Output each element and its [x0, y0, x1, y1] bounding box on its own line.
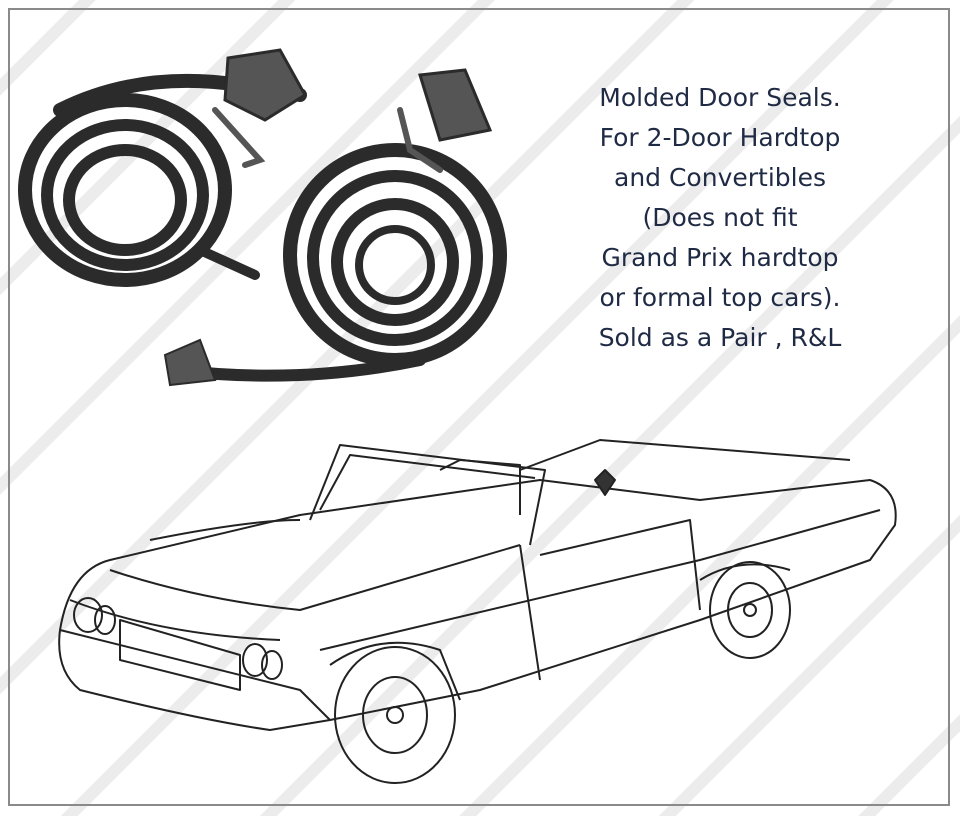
description-line: Grand Prix hardtop: [601, 243, 839, 272]
image-border: [8, 8, 950, 806]
description-line: and Convertibles: [614, 163, 826, 192]
description-line: Molded Door Seals.: [599, 83, 841, 112]
description-line: (Does not fit: [642, 203, 798, 232]
product-description: Molded Door Seals. For 2-Door Hardtop an…: [560, 78, 880, 358]
description-line: For 2-Door Hardtop: [599, 123, 841, 152]
description-line: Sold as a Pair , R&L: [598, 323, 842, 352]
description-line: or formal top cars).: [599, 283, 841, 312]
left-door-seal: [18, 48, 308, 287]
right-door-seal: [163, 68, 507, 387]
